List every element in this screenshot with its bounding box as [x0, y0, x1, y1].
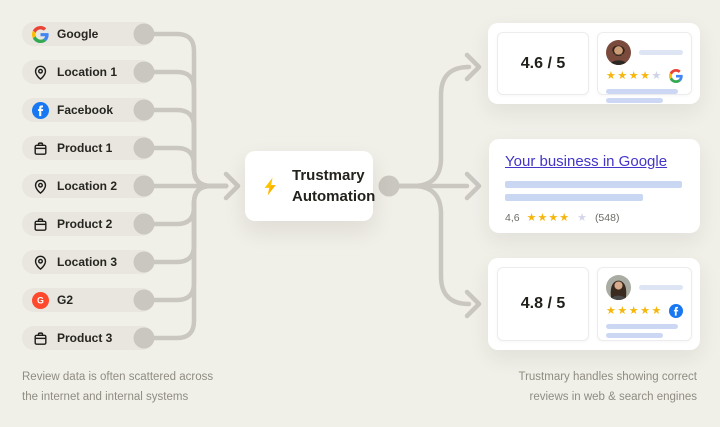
product-box-icon — [32, 140, 49, 157]
placeholder-text-line — [606, 333, 663, 338]
source-pill-location-3: Location 3 — [22, 250, 154, 274]
review-count: (548) — [594, 211, 620, 224]
right-caption-line2: reviews in web & search engines — [529, 391, 697, 403]
product-box-icon — [32, 330, 49, 347]
center-title-line1: Trustmary — [292, 167, 365, 184]
source-pill-facebook: Facebook — [22, 98, 154, 122]
facebook-icon — [669, 304, 683, 318]
source-pill-location-2: Location 2 — [22, 174, 154, 198]
left-caption-line2: the internet and internal systems — [22, 391, 189, 403]
source-label: Facebook — [57, 103, 114, 117]
placeholder-text-line — [606, 324, 678, 329]
placeholder-text-line — [505, 194, 643, 201]
stars-filled: ★★★★★ — [606, 305, 663, 317]
stars-filled: ★★★★ — [606, 70, 652, 82]
placeholder-text-line — [505, 181, 683, 188]
placeholder-text-line — [606, 98, 663, 103]
right-caption-line1: Trustmary handles showing correct — [518, 371, 697, 383]
source-label: Location 3 — [57, 255, 118, 269]
right-caption: Trustmary handles showing correct review… — [518, 367, 697, 407]
source-label: G2 — [57, 293, 74, 307]
placeholder-name-line — [639, 285, 683, 290]
location-pin-icon — [32, 178, 49, 195]
review-preview: ★★★★ ★ — [597, 32, 692, 103]
score-value: 4.6 / 5 — [520, 54, 566, 72]
stars-filled: ★★★★ — [526, 212, 571, 224]
star-rating: ★★★★★ — [606, 304, 683, 318]
source-label: Location 1 — [57, 65, 118, 79]
google-icon — [32, 25, 49, 43]
stars-empty: ★ — [651, 70, 663, 82]
source-pill-google: Google — [22, 22, 154, 46]
left-caption: Review data is often scattered across th… — [22, 367, 213, 407]
source-pill-location-1: Location 1 — [22, 60, 154, 84]
rating-value: 4,6 — [505, 211, 520, 224]
review-card-facebook: 4.8 / 5 ★★★★★ — [488, 258, 700, 350]
source-pill-g2: G G2 — [22, 288, 154, 312]
trustmary-automation-node: Trustmary Automation — [245, 151, 375, 221]
center-node-title: Trustmary Automation — [292, 165, 375, 207]
business-in-google-link[interactable]: Your business in Google — [505, 153, 668, 170]
g2-icon: G — [32, 291, 49, 309]
left-caption-line1: Review data is often scattered across — [22, 371, 214, 383]
search-rating-row: 4,6 ★★★★ ★ (548) — [505, 211, 684, 225]
product-box-icon — [32, 216, 49, 233]
stars-empty: ★ — [577, 212, 588, 224]
reviewer-avatar — [606, 40, 631, 65]
source-label: Location 2 — [57, 179, 118, 193]
source-pill-product-1: Product 1 — [22, 136, 154, 160]
source-pill-product-3: Product 3 — [22, 326, 154, 350]
location-pin-icon — [32, 64, 49, 81]
center-title-line2: Automation — [292, 188, 376, 205]
source-label: Google — [57, 27, 99, 41]
svg-text:G: G — [37, 295, 44, 305]
reviewer-avatar — [606, 275, 631, 300]
star-rating: ★★★★ ★ — [606, 69, 683, 83]
source-label: Product 1 — [57, 141, 113, 155]
lightning-icon — [261, 176, 282, 197]
source-pill-product-2: Product 2 — [22, 212, 154, 236]
source-label: Product 3 — [57, 331, 113, 345]
search-result-card: Your business in Google 4,6 ★★★★ ★ (548) — [489, 139, 700, 233]
score-value: 4.8 / 5 — [520, 295, 566, 312]
score-box: 4.8 / 5 — [497, 267, 589, 341]
placeholder-name-line — [639, 50, 683, 55]
facebook-icon — [32, 101, 49, 119]
source-list: Google Location 1 Facebook Product 1 Loc — [22, 22, 154, 364]
review-preview: ★★★★★ — [597, 267, 692, 341]
location-pin-icon — [32, 254, 49, 271]
review-card-google: 4.6 / 5 ★★★★ ★ — [488, 23, 700, 104]
google-icon — [669, 69, 683, 83]
score-box: 4.6 / 5 — [497, 32, 589, 95]
source-label: Product 2 — [57, 217, 113, 231]
placeholder-text-line — [606, 89, 678, 94]
